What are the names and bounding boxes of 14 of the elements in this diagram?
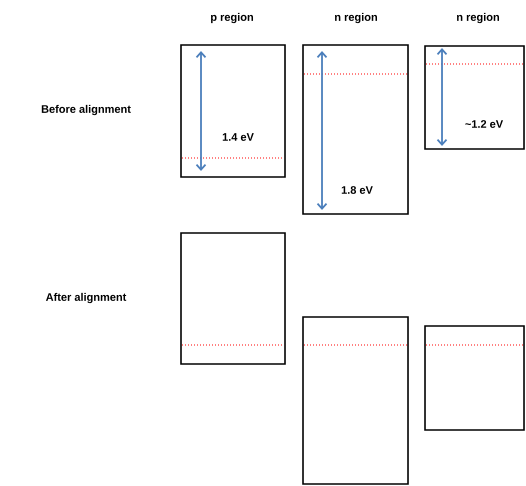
band-box bbox=[424, 45, 525, 150]
band-box bbox=[302, 316, 409, 485]
band-box bbox=[424, 325, 525, 431]
band-box bbox=[180, 44, 286, 178]
energy-label: 1.8 eV bbox=[342, 186, 373, 194]
energy-label: 1.4 eV bbox=[222, 133, 254, 141]
row-label: Before alignment bbox=[42, 104, 131, 116]
row-label: After alignment bbox=[46, 292, 126, 304]
region-heading: n region bbox=[457, 12, 500, 24]
region-heading: p region bbox=[211, 12, 253, 24]
band-box bbox=[302, 44, 409, 215]
region-heading: n region bbox=[335, 12, 378, 24]
band-box bbox=[180, 232, 286, 365]
energy-label: ~1.2 eV bbox=[465, 120, 504, 128]
